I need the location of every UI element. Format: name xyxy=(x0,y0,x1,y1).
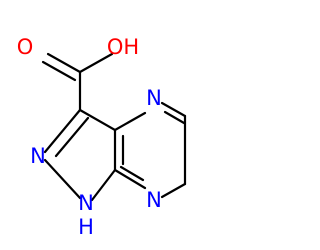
bond-n4-c5 xyxy=(160,101,187,118)
oxygen-double-label: O xyxy=(17,35,34,59)
nh-hydrogen-label: H xyxy=(78,215,94,239)
nh-nitrogen-label: N xyxy=(78,191,94,215)
bond-c-oh xyxy=(78,52,114,74)
bond-c6-n7 xyxy=(160,182,187,199)
bond-n2-n1 xyxy=(43,158,82,200)
molecule-svg: O OH N N N N H xyxy=(17,35,187,239)
bond-n7-c7a-inner xyxy=(119,165,145,182)
bond-c3-n2-inner xyxy=(54,116,90,158)
bond-n1-c7a xyxy=(90,168,117,202)
bond-n7-c7a-outer xyxy=(113,168,147,190)
pyrazole-nitrogen-label: N xyxy=(30,144,46,168)
ring-nitrogen-top-label: N xyxy=(146,86,162,110)
bond-c3-n2-outer xyxy=(43,108,82,154)
structure-canvas: O OH N N N N H xyxy=(16,35,187,239)
bond-c-o-double-b xyxy=(41,60,77,82)
bond-c3a-n4 xyxy=(113,111,147,132)
bond-c-o-double-a xyxy=(46,52,82,74)
bond-c3-c3a xyxy=(78,108,117,132)
bond-n4-c5-inner xyxy=(163,110,186,125)
ring-nitrogen-bottom-label: N xyxy=(146,188,162,212)
hydroxyl-label: OH xyxy=(107,35,139,59)
